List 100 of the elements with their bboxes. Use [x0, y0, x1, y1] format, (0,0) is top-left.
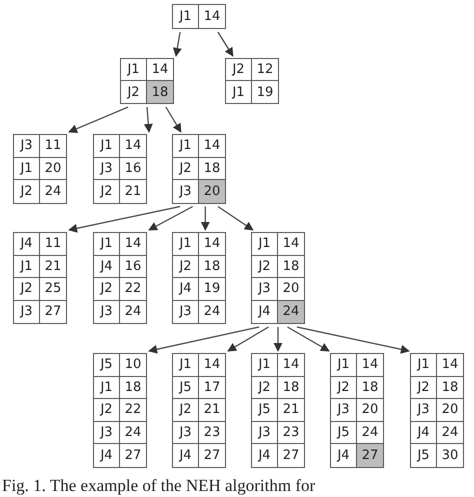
table-cell: J1: [121, 59, 147, 81]
table-cell: 18: [278, 376, 304, 400]
table-cell: 16: [120, 158, 146, 180]
table-box: [225, 58, 279, 104]
arrow: [172, 32, 182, 57]
table-box: [93, 134, 147, 204]
table-cell: J3: [173, 300, 199, 323]
table-cell: J3: [14, 300, 40, 323]
table-cell: J5: [411, 444, 437, 467]
table-cell: J3: [331, 399, 357, 422]
arrow: [165, 106, 182, 133]
table-cell: 18: [120, 376, 146, 400]
table-cell: J1: [94, 135, 120, 158]
table-cell: J5: [331, 422, 357, 444]
arrow: [287, 326, 330, 352]
table-cell: 24: [437, 422, 463, 444]
table-cell: J3: [411, 399, 437, 422]
arrow: [227, 326, 269, 352]
arrow: [274, 327, 282, 352]
table-box: [93, 232, 147, 324]
figure-caption: Fig. 1. The example of the NEH algorithm for: [2, 476, 316, 496]
table-cell: 14: [357, 354, 383, 377]
table-cell: J1: [226, 81, 252, 103]
arrow: [68, 106, 128, 133]
table-cell-text: 21: [124, 182, 142, 201]
arrow: [200, 206, 210, 231]
table-cell: 21: [278, 399, 304, 422]
table-cell: 18: [199, 256, 225, 278]
table-cell: J1: [173, 354, 199, 377]
table-cell: J2: [14, 278, 40, 300]
table-box: [120, 58, 174, 104]
table-cell: J2: [173, 256, 199, 278]
table-cell: 25: [40, 278, 66, 300]
table-cell: J1: [173, 135, 199, 158]
table-cell: 14: [199, 354, 225, 377]
table-box: [172, 353, 226, 468]
table-cell: J4: [173, 278, 199, 300]
table-cell: 24: [278, 300, 304, 323]
table-box: [330, 353, 384, 468]
table-cell: J2: [14, 180, 40, 202]
table-box: [13, 232, 67, 324]
table-cell: J2: [252, 256, 278, 278]
table-cell: J2: [94, 278, 120, 300]
table-cell-text: 19: [256, 84, 274, 102]
table-cell: 22: [120, 399, 146, 422]
table-cell: 14: [120, 233, 146, 256]
table-cell: J4: [14, 233, 40, 256]
table-cell: J2: [411, 376, 437, 400]
table-cell: 19: [199, 278, 225, 300]
table-cell: 11: [40, 135, 66, 158]
table-cell: J4: [94, 444, 120, 467]
table-box: [251, 353, 305, 468]
table-cell: J2: [226, 59, 252, 81]
table-cell: 16: [120, 256, 146, 278]
table-cell: 23: [278, 422, 304, 444]
table-cell: J3: [94, 300, 120, 323]
table-cell: J1: [252, 233, 278, 256]
table-cell: J3: [94, 158, 120, 180]
table-box: [410, 353, 464, 468]
table-cell-text: 14: [202, 8, 222, 26]
arrow: [68, 206, 180, 233]
table-cell: J2: [252, 376, 278, 400]
arrow: [218, 206, 254, 230]
table-cell: 14: [278, 233, 304, 256]
table-cell-text: 24: [202, 303, 222, 322]
table-cell: 14: [278, 354, 304, 377]
table-cell-text: 30: [440, 447, 460, 466]
table-cell: J1: [411, 354, 437, 377]
arrow: [217, 32, 234, 57]
table-cell: 20: [40, 158, 66, 180]
table-cell: 24: [120, 422, 146, 444]
table-cell: 23: [199, 422, 225, 444]
table-cell: J3: [252, 422, 278, 444]
table-cell-text: 24: [124, 303, 142, 322]
table-cell: 18: [437, 376, 463, 400]
table-cell: J1: [14, 256, 40, 278]
table-cell: J4: [252, 444, 278, 467]
table-cell: J2: [173, 399, 199, 422]
table-cell-text: 27: [202, 447, 222, 466]
table-cell: J1: [331, 354, 357, 377]
table-cell: 14: [120, 135, 146, 158]
table-cell: J1: [94, 376, 120, 400]
table-cell: J1: [14, 158, 40, 180]
table-box: [172, 4, 226, 29]
table-cell: J3: [94, 422, 120, 444]
table-cell: J4: [411, 422, 437, 444]
table-cell: 27: [357, 444, 383, 467]
table-cell-text: 27: [282, 447, 300, 466]
arrow: [296, 326, 410, 354]
table-cell-text: 27: [124, 447, 142, 466]
table-cell: 10: [120, 354, 146, 377]
table-box: [251, 232, 305, 324]
table-cell: J5: [252, 399, 278, 422]
table-cell: 21: [199, 399, 225, 422]
table-cell: 12: [252, 59, 278, 81]
table-cell: J1: [252, 354, 278, 377]
table-cell: J1: [173, 5, 199, 28]
arrow: [148, 326, 260, 354]
table-cell: J2: [331, 376, 357, 400]
table-cell: 14: [199, 233, 225, 256]
